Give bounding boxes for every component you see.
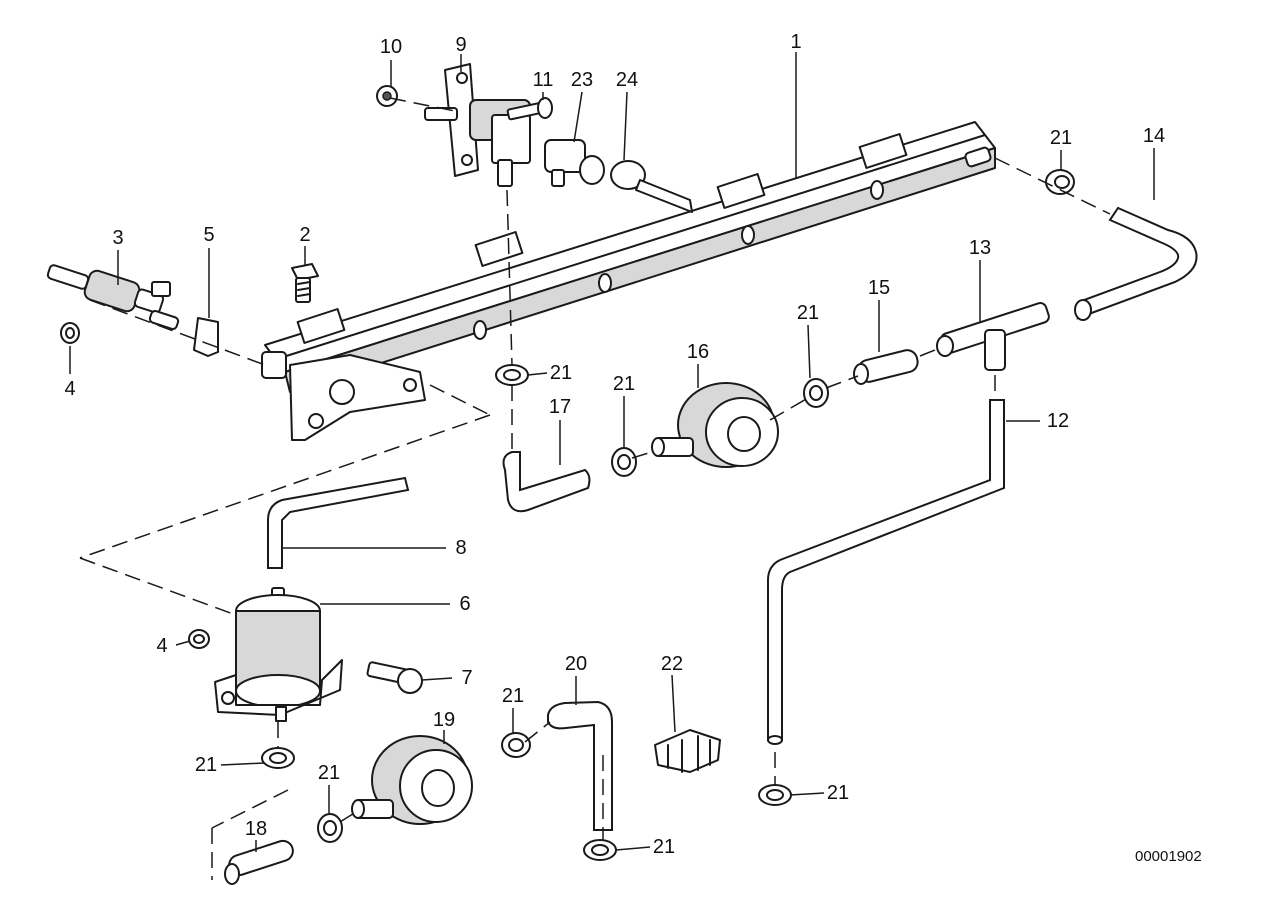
damper-part-16	[651, 382, 779, 468]
hose-part-17	[502, 451, 591, 513]
vacuum-fitting-part-23	[544, 139, 605, 187]
label-part-8: 8	[455, 537, 467, 559]
damper-part-19	[351, 735, 473, 825]
label-part-17: 17	[548, 396, 572, 418]
label-part-24: 24	[615, 69, 639, 91]
label-part-10: 10	[379, 36, 403, 58]
label-part-21-d: 21	[612, 373, 636, 395]
t-piece-part-13	[936, 302, 1050, 371]
leader-lines	[69, 52, 1155, 852]
hose-part-18	[224, 839, 294, 885]
label-part-19: 19	[432, 709, 456, 731]
cap-part-24	[610, 160, 693, 213]
injector-part-3	[46, 264, 180, 330]
label-part-22: 22	[660, 653, 684, 675]
bolt-part-2	[291, 263, 319, 303]
label-part-21-f: 21	[501, 685, 525, 707]
label-part-13: 13	[968, 237, 992, 259]
clips-part-22	[654, 729, 721, 773]
label-part-15: 15	[867, 277, 891, 299]
label-part-2: 2	[299, 224, 311, 246]
label-part-21-h: 21	[652, 836, 676, 858]
label-part-21-g: 21	[317, 762, 341, 784]
reference-number: 00001902	[1135, 848, 1202, 865]
screw-part-11	[506, 97, 553, 121]
label-part-4-bottom: 4	[156, 635, 168, 657]
clip-part-5	[193, 317, 219, 357]
o-ring-top-hole	[65, 327, 75, 339]
label-part-21-a: 21	[1049, 127, 1073, 149]
label-part-20: 20	[564, 653, 588, 675]
label-part-4-top: 4	[64, 378, 76, 400]
label-part-16: 16	[686, 341, 710, 363]
label-part-9: 9	[455, 34, 467, 56]
label-part-21-b: 21	[549, 362, 573, 384]
label-part-21-i: 21	[826, 782, 850, 804]
label-part-21-e: 21	[194, 754, 218, 776]
hose-part-15	[853, 349, 919, 385]
label-part-6: 6	[459, 593, 471, 615]
pressure-regulator-part-9	[424, 63, 531, 187]
hose-part-12	[767, 399, 1005, 741]
washer-part-10-hole	[382, 91, 392, 101]
label-part-18: 18	[244, 818, 268, 840]
label-part-12: 12	[1046, 410, 1070, 432]
label-part-23: 23	[570, 69, 594, 91]
assembly-lines	[79, 97, 1111, 880]
bolt-part-7	[366, 661, 423, 694]
label-part-21-c: 21	[796, 302, 820, 324]
hose-part-20	[547, 700, 613, 831]
fuel-rail	[261, 121, 996, 441]
label-part-5: 5	[203, 224, 215, 246]
label-part-14: 14	[1142, 125, 1166, 147]
label-part-1: 1	[790, 31, 802, 53]
label-part-3: 3	[112, 227, 124, 249]
damper-part-6	[214, 587, 343, 722]
hose-part-8	[267, 476, 410, 569]
label-part-7: 7	[461, 667, 473, 689]
hose-part-14	[1076, 206, 1198, 320]
o-ring-bottom-hole	[193, 634, 205, 644]
label-part-11: 11	[532, 69, 554, 91]
